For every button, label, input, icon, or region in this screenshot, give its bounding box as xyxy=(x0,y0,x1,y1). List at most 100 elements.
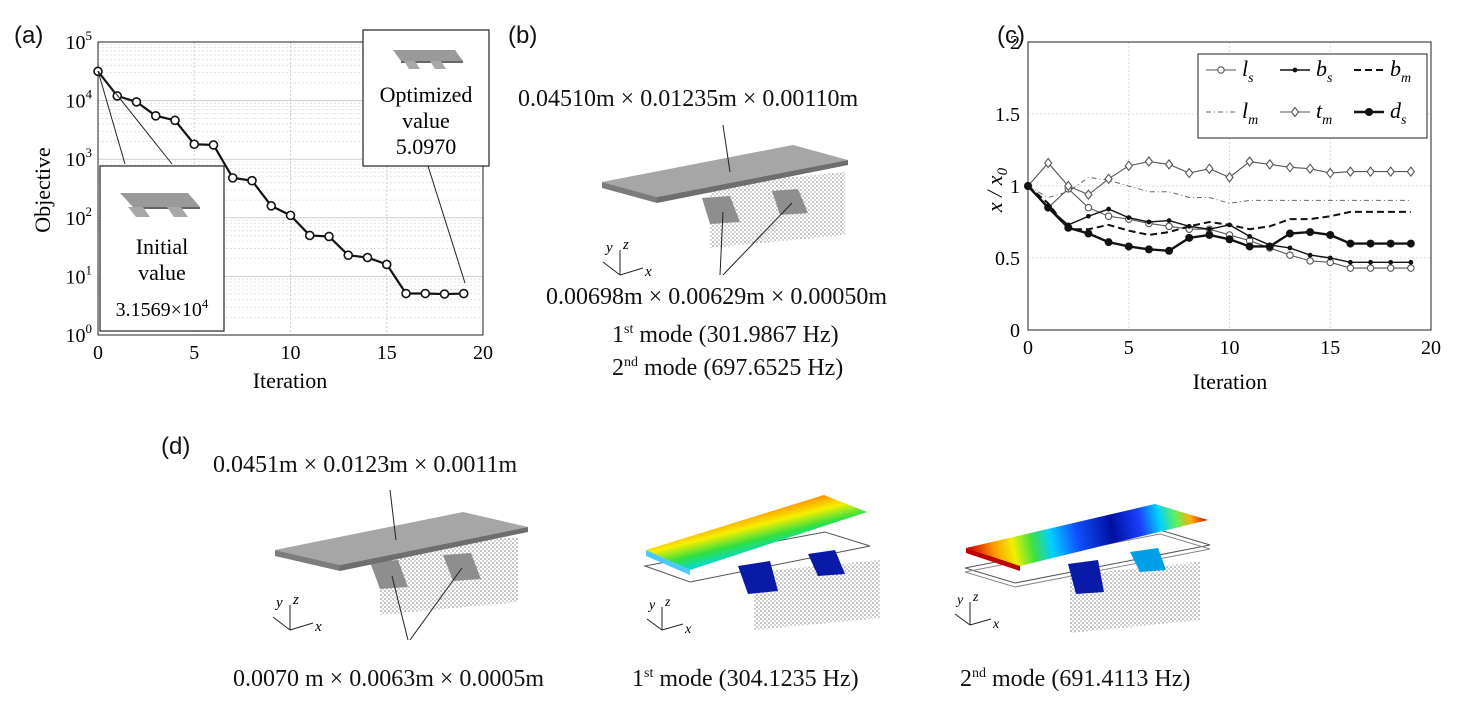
objective-x-axis-label: Iteration xyxy=(253,368,328,393)
d-beam-left xyxy=(370,560,408,589)
ratio-point-ds xyxy=(1185,233,1194,242)
c-y-tick-label: 1.5 xyxy=(995,104,1020,126)
d-mode-1-beam-left xyxy=(738,561,778,594)
ratio-point-ls xyxy=(1286,251,1294,259)
b-mass-plate-front xyxy=(602,182,657,203)
optimized-callout-leader xyxy=(427,165,466,284)
d-dims-top: 0.0451m × 0.0123m × 0.0011m xyxy=(213,452,518,478)
svg-text:x: x xyxy=(314,619,322,635)
ratio-point-tm xyxy=(1225,171,1234,183)
initial-callout-leader-2 xyxy=(97,70,173,165)
c-x-tick-label: 15 xyxy=(1320,337,1340,359)
objective-point xyxy=(266,201,277,211)
ratio-point-tm xyxy=(1205,163,1214,175)
a-y-tick-label: 104 xyxy=(66,87,93,113)
objective-point xyxy=(170,115,180,126)
ratio-point-ds xyxy=(1245,242,1254,251)
objective-point xyxy=(401,288,411,299)
ratio-point-ls xyxy=(1084,203,1093,212)
b-leader-top xyxy=(722,125,731,173)
panel-label-a: (a) xyxy=(14,22,44,49)
a-y-tick-label: 105 xyxy=(66,28,93,54)
ratio-legend-label: tm xyxy=(1316,98,1332,128)
objective-point xyxy=(247,175,257,186)
d-mode-2-plate xyxy=(966,504,1208,566)
svg-text:x: x xyxy=(992,617,1000,632)
c-y-tick-label: 2 xyxy=(1010,32,1020,54)
objective-plot-frame xyxy=(97,41,484,336)
b-leader-right xyxy=(722,202,793,276)
panel-label-b: (b) xyxy=(508,22,538,49)
a-x-tick-label: 15 xyxy=(377,342,397,364)
ratio-point-ds xyxy=(1406,239,1415,248)
svg-text:x: x xyxy=(644,264,652,280)
a-y-tick-label: 103 xyxy=(66,145,93,171)
ratio-point-ds xyxy=(1225,235,1234,244)
ratio-point-bs xyxy=(1368,259,1373,265)
d-mode-1-plate xyxy=(646,495,867,570)
ratio-legend-marker xyxy=(1217,66,1225,74)
d-mode-2-illustration: z y x xyxy=(954,504,1211,633)
ratio-point-ds xyxy=(1366,239,1375,248)
ratio-point-ls xyxy=(1407,264,1415,272)
ratio-point-tm xyxy=(1285,161,1295,173)
ratio-point-tm xyxy=(1064,180,1073,192)
objective-point xyxy=(189,139,200,150)
ratio-point-ds xyxy=(1346,239,1355,248)
d-mode-2: 2nd mode (691.4113 Hz) xyxy=(960,666,1191,692)
ratio-point-ds xyxy=(1265,242,1274,251)
b-mode-1: 1st mode (301.9867 Hz) xyxy=(612,322,839,348)
d-mode-2-beam-left xyxy=(1068,560,1104,594)
svg-text:y: y xyxy=(274,595,283,611)
d-mode-2-axes-triad: z y x xyxy=(954,590,1000,632)
d-mode-1-plate-edge xyxy=(646,550,690,575)
objective-line xyxy=(93,66,469,299)
initial-value-exponent: 4 xyxy=(202,296,209,311)
ratio-point-ds xyxy=(1386,239,1395,248)
d-mass-plate-front xyxy=(275,550,340,571)
d-axes-triad: z y x xyxy=(272,592,322,635)
c-x-tick-label: 0 xyxy=(1023,337,1033,359)
ratio-point-tm xyxy=(1164,159,1174,170)
svg-text:z: z xyxy=(664,595,671,610)
ratio-point-ls xyxy=(1104,212,1113,220)
d-mode-2-base xyxy=(1070,562,1200,633)
ratio-point-ls xyxy=(1346,264,1355,272)
d-structure-illustration: z y x xyxy=(272,490,528,641)
ratio-y-axis-label: x / x0 xyxy=(982,167,1011,213)
ratio-point-ds xyxy=(1064,223,1073,232)
ratio-point-tm xyxy=(1265,159,1274,170)
ratio-point-ds xyxy=(1165,246,1174,255)
objective-y-axis-label: Objective xyxy=(30,147,55,233)
ratio-legend-label: ds xyxy=(1390,98,1407,128)
ratio-point-ls xyxy=(1366,264,1375,272)
b-dims-bottom: 0.00698m × 0.00629m × 0.00050m xyxy=(546,284,888,310)
b-mass-plate-side xyxy=(657,160,848,203)
c-y-tick-label: 1 xyxy=(1010,176,1020,198)
ratio-point-tm xyxy=(1305,163,1315,175)
ratio-point-tm xyxy=(1406,166,1416,177)
d-fixed-base xyxy=(380,537,518,615)
optimized-value-line-2: value xyxy=(402,108,450,133)
ratio-point-bs xyxy=(1247,234,1253,239)
ratio-point-ds xyxy=(1084,229,1093,238)
b-beam-right xyxy=(772,189,808,215)
a-y-tick-label: 102 xyxy=(66,204,93,230)
b-leader-left xyxy=(719,211,724,276)
ratio-legend-box xyxy=(1197,53,1428,139)
b-axes-triad: z y x xyxy=(602,237,652,280)
objective-point xyxy=(458,288,469,299)
ratio-point-bs xyxy=(1166,218,1172,223)
ratio-point-tm xyxy=(1084,189,1093,201)
c-x-tick-label: 20 xyxy=(1421,337,1441,359)
initial-value-line-2: value xyxy=(138,260,186,285)
ratio-point-tm xyxy=(1124,160,1133,172)
ratio-point-ls xyxy=(1306,257,1314,265)
d-dims-bottom: 0.0070 m × 0.0063m × 0.0005m xyxy=(233,666,545,692)
ratio-point-bs xyxy=(1106,206,1111,212)
ratio-point-bs xyxy=(1126,215,1132,221)
ratio-point-tm xyxy=(1245,156,1254,167)
